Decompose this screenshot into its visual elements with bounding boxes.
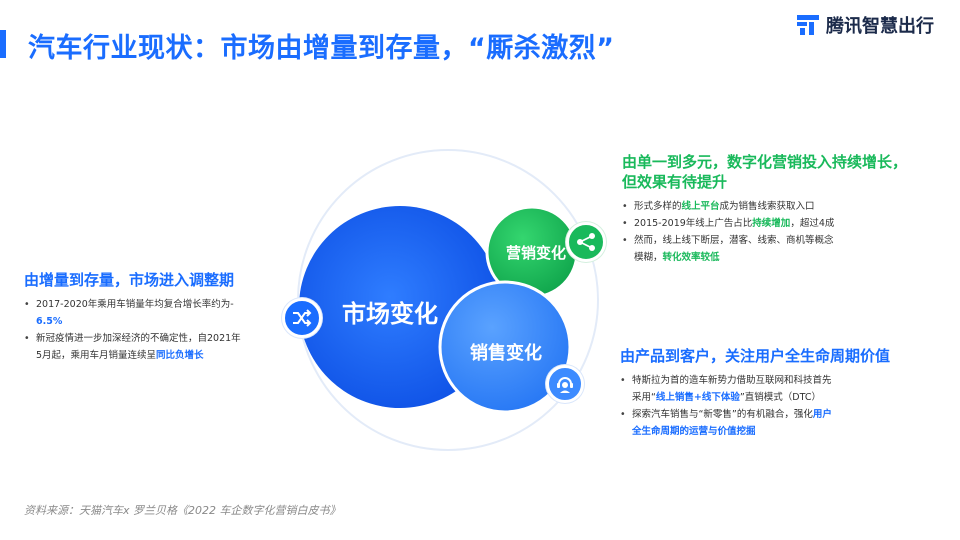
left-section: 由增量到存量，市场进入调整期 2017-2020年乘用车销量年均复合增长率约为-…: [24, 270, 269, 364]
list-item: 形式多样的线上平台成为销售线索获取入口: [622, 198, 942, 215]
list-item: 2015-2019年线上广告占比持续增加，超过4成: [622, 215, 942, 232]
logo-text: 腾讯智慧出行: [826, 16, 934, 37]
sales-circle: [438, 280, 572, 414]
left-bullets: 2017-2020年乘用车销量年均复合增长率约为- 6.5% 新冠疫情进一步加深…: [24, 296, 269, 364]
top-right-bullets: 形式多样的线上平台成为销售线索获取入口 2015-2019年线上广告占比持续增加…: [622, 198, 942, 266]
list-item: 然而，线上线下断层，潜客、线索、商机等概念 模糊，转化效率较低: [622, 232, 942, 266]
bottom-right-section: 由产品到客户，关注用户全生命周期价值 特斯拉为首的造车新势力借助互联网和科技首先…: [620, 346, 940, 440]
title-accent-bar: [0, 30, 6, 58]
sales-circle-label: 销售变化: [470, 343, 542, 364]
list-item: 2017-2020年乘用车销量年均复合增长率约为- 6.5%: [24, 296, 269, 330]
brand-logo: 腾讯智慧出行: [796, 12, 934, 38]
bottom-right-heading: 由产品到客户，关注用户全生命周期价值: [620, 347, 891, 365]
top-right-section: 由单一到多元，数字化营销投入持续增长， 但效果有待提升 形式多样的线上平台成为销…: [622, 152, 942, 266]
list-item: 新冠疫情进一步加深经济的不确定性，自2021年 5月起，乘用车月销量连续呈同比负…: [24, 330, 269, 364]
page-title: 汽车行业现状：市场由增量到存量，“厮杀激烈”: [28, 33, 615, 64]
left-heading: 由增量到存量，市场进入调整期: [24, 271, 235, 289]
bottom-right-bullets: 特斯拉为首的造车新势力借助互联网和科技首先 采用“线上销售+线下体验”直销模式（…: [620, 372, 940, 440]
marketing-circle-label: 营销变化: [506, 244, 567, 262]
shuffle-icon: [282, 298, 322, 338]
market-circle-label: 市场变化: [342, 300, 438, 328]
list-item: 探索汽车销售与“新零售”的有机融合，强化用户 全生命周期的运营与价值挖掘: [620, 406, 940, 440]
source-note: 资料来源：天猫汽车x 罗兰贝格《2022 车企数字化营销白皮书》: [24, 504, 341, 517]
tencent-logo-icon: [796, 13, 820, 37]
share-icon: [566, 222, 606, 262]
customer-service-icon: [546, 365, 584, 403]
list-item: 特斯拉为首的造车新势力借助互联网和科技首先 采用“线上销售+线下体验”直销模式（…: [620, 372, 940, 406]
top-right-heading: 由单一到多元，数字化营销投入持续增长， 但效果有待提升: [622, 153, 908, 191]
